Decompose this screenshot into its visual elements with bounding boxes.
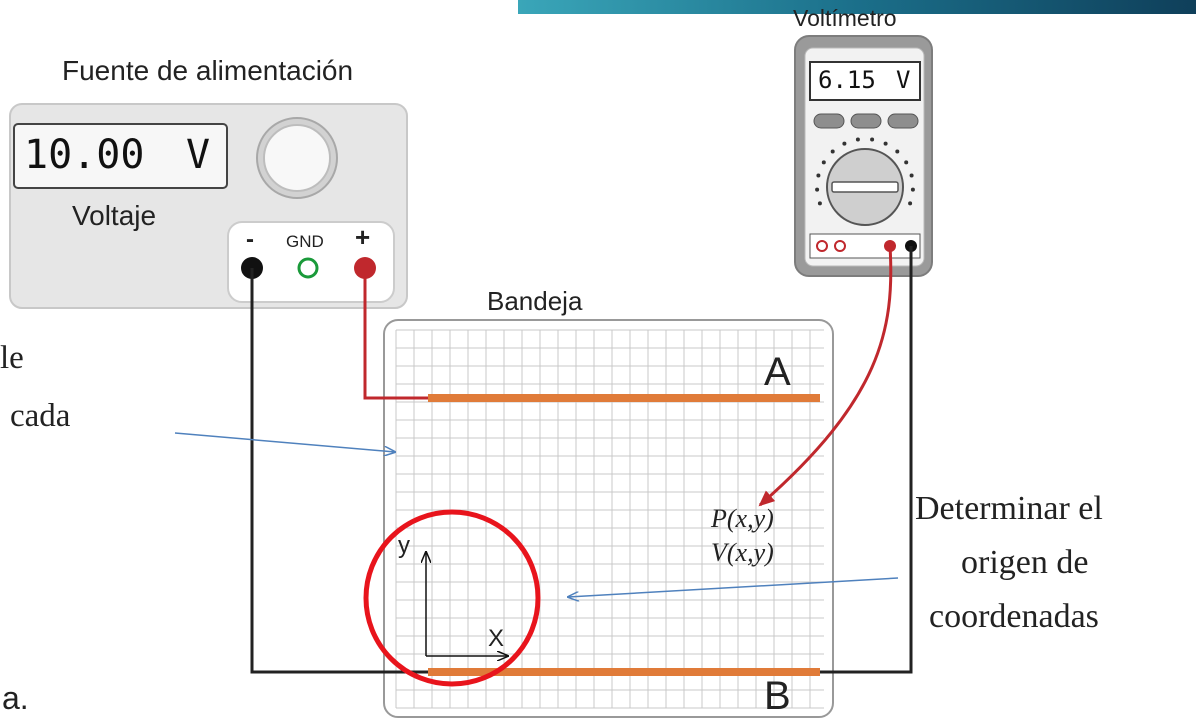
voltmeter-port-panel (809, 233, 921, 259)
tray-title: Bandeja (487, 286, 583, 316)
wire-red-source-to-a (363, 268, 430, 400)
terminal-panel (227, 221, 395, 303)
voltmeter-display (809, 61, 921, 101)
dial-tick (842, 141, 847, 146)
terminal-negative-label: - (246, 226, 254, 253)
dial-tick (904, 160, 909, 165)
left-annotation-line1: le (0, 340, 24, 376)
terminal-positive-label: + (355, 222, 371, 252)
axis-x-label: X (488, 625, 505, 652)
voltmeter-port-1[interactable] (816, 240, 828, 252)
dial-tick (817, 201, 822, 206)
power-supply-title: Fuente de alimentación (62, 55, 354, 86)
origin-highlight-circle (363, 509, 541, 687)
power-supply (9, 103, 408, 309)
electrode-b-label: B (764, 674, 791, 718)
power-supply-display (13, 123, 228, 189)
voltmeter (794, 35, 933, 277)
arrow-origin-annotation (568, 577, 899, 597)
voltmeter-dial-pointer (831, 181, 899, 193)
power-supply-knob-face (263, 124, 331, 192)
wire-black-source-to-b (250, 268, 430, 674)
voltmeter-port-2[interactable] (834, 240, 846, 252)
voltmeter-dial-ticks (815, 137, 915, 206)
dial-tick (870, 137, 875, 142)
point-label: P(x,y) (711, 504, 774, 533)
wire-black-meter-to-b (820, 246, 913, 674)
terminal-ground-label: GND (286, 232, 324, 251)
voltmeter-display-value: 6.15 (818, 66, 876, 94)
dial-tick (830, 149, 835, 154)
dial-tick (883, 141, 888, 146)
power-supply-knob-label: Voltaje (72, 200, 157, 231)
electrode-a (428, 394, 820, 402)
figure-label: a. (2, 680, 29, 716)
left-annotation-line2: cada (10, 398, 71, 434)
probe-red-wire (758, 245, 893, 507)
power-supply-display-unit: V (186, 132, 211, 178)
voltmeter-title: Voltímetro (793, 5, 897, 31)
voltmeter-button-1[interactable] (813, 113, 845, 129)
voltmeter-button-2[interactable] (850, 113, 882, 129)
dial-tick (910, 187, 915, 192)
tray (383, 319, 834, 718)
origin-annotation-line2: origen de (961, 544, 1089, 581)
arrow-left-annotation (174, 432, 395, 452)
dial-tick (816, 173, 821, 178)
dial-tick (895, 149, 900, 154)
origin-annotation-line3: coordenadas (929, 598, 1099, 635)
axis-y-label: y (398, 532, 410, 559)
voltage-label: V(x,y) (711, 538, 774, 567)
voltmeter-display-unit: V (896, 66, 911, 94)
dial-tick (855, 137, 860, 142)
origin-annotation-line1: Determinar el (915, 490, 1103, 527)
dial-tick (815, 187, 820, 192)
dial-tick (908, 201, 913, 206)
dial-tick (821, 160, 826, 165)
header-banner (518, 0, 1196, 14)
electrode-b (428, 668, 820, 676)
terminal-ground[interactable] (297, 257, 319, 279)
voltmeter-button-3[interactable] (887, 113, 919, 129)
tray-grid (395, 329, 824, 709)
power-supply-display-value: 10.00 (24, 132, 145, 178)
dial-tick (909, 173, 914, 178)
electrode-a-label: A (764, 350, 791, 394)
